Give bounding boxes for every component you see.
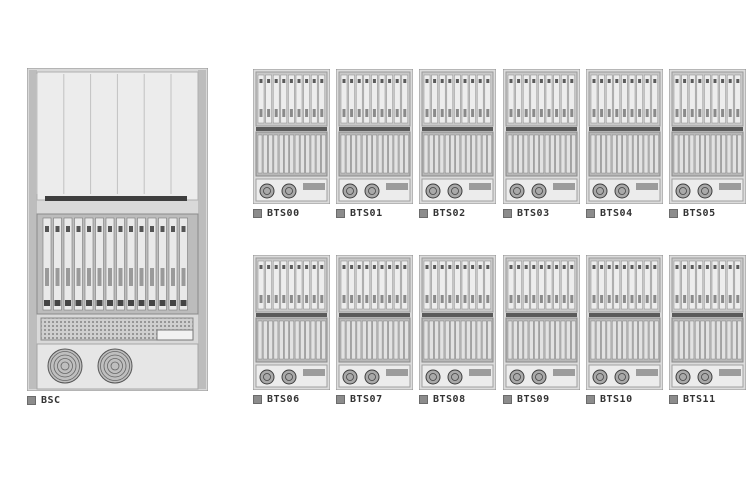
bts-cabinet-icon [336, 255, 413, 390]
bts-cabinet-icon [669, 255, 746, 390]
bts00-label-text: BTS00 [267, 208, 300, 219]
bts06-unit[interactable] [253, 255, 330, 390]
bsc-cabinet[interactable] [27, 68, 208, 391]
bts00-unit[interactable] [253, 69, 330, 204]
bts02-label: BTS02 [419, 208, 466, 219]
bts05-unit[interactable] [669, 69, 746, 204]
bts-cabinet-icon [419, 255, 496, 390]
marker-icon [586, 395, 595, 404]
bts06-label-text: BTS06 [267, 394, 300, 405]
bsc-label: BSC [27, 395, 61, 406]
marker-icon [586, 209, 595, 218]
marker-icon [336, 395, 345, 404]
bts07-label: BTS07 [336, 394, 383, 405]
marker-icon [253, 209, 262, 218]
marker-icon [669, 395, 678, 404]
bts02-unit[interactable] [419, 69, 496, 204]
bsc-marker-icon [27, 396, 36, 405]
bts-cabinet-icon [586, 255, 663, 390]
bts02-label-text: BTS02 [433, 208, 466, 219]
bts-cabinet-icon [336, 69, 413, 204]
bts06-label: BTS06 [253, 394, 300, 405]
bsc-label-text: BSC [41, 395, 61, 406]
bts11-label-text: BTS11 [683, 394, 716, 405]
bts05-label-text: BTS05 [683, 208, 716, 219]
marker-icon [419, 209, 428, 218]
bts05-label: BTS05 [669, 208, 716, 219]
bts10-label-text: BTS10 [600, 394, 633, 405]
bts09-label: BTS09 [503, 394, 550, 405]
bts11-label: BTS11 [669, 394, 716, 405]
bts08-unit[interactable] [419, 255, 496, 390]
bsc-cabinet-icon [27, 68, 208, 391]
bts01-unit[interactable] [336, 69, 413, 204]
bts-cabinet-icon [253, 255, 330, 390]
bts04-label-text: BTS04 [600, 208, 633, 219]
marker-icon [669, 209, 678, 218]
bts01-label-text: BTS01 [350, 208, 383, 219]
bts09-unit[interactable] [503, 255, 580, 390]
bts-cabinet-icon [253, 69, 330, 204]
bts01-label: BTS01 [336, 208, 383, 219]
bts08-label-text: BTS08 [433, 394, 466, 405]
bts04-unit[interactable] [586, 69, 663, 204]
marker-icon [503, 209, 512, 218]
bts03-unit[interactable] [503, 69, 580, 204]
bts-cabinet-icon [669, 69, 746, 204]
marker-icon [253, 395, 262, 404]
bts00-label: BTS00 [253, 208, 300, 219]
bts10-label: BTS10 [586, 394, 633, 405]
marker-icon [419, 395, 428, 404]
bts04-label: BTS04 [586, 208, 633, 219]
bts08-label: BTS08 [419, 394, 466, 405]
bts03-label-text: BTS03 [517, 208, 550, 219]
bts-cabinet-icon [503, 69, 580, 204]
bts-cabinet-icon [586, 69, 663, 204]
bts07-label-text: BTS07 [350, 394, 383, 405]
marker-icon [503, 395, 512, 404]
bts10-unit[interactable] [586, 255, 663, 390]
bts-cabinet-icon [419, 69, 496, 204]
bts07-unit[interactable] [336, 255, 413, 390]
bts11-unit[interactable] [669, 255, 746, 390]
bts-cabinet-icon [503, 255, 580, 390]
bts09-label-text: BTS09 [517, 394, 550, 405]
bts03-label: BTS03 [503, 208, 550, 219]
marker-icon [336, 209, 345, 218]
